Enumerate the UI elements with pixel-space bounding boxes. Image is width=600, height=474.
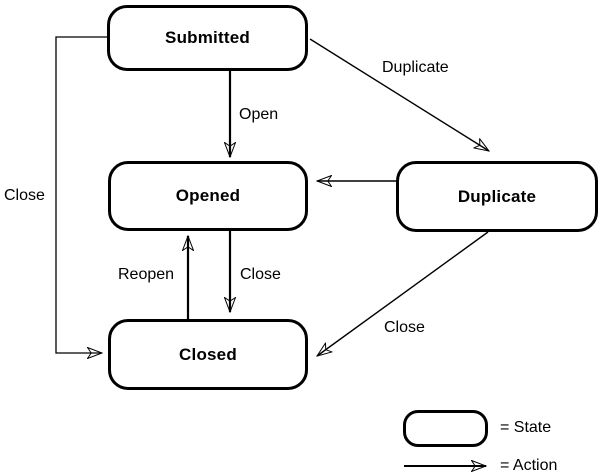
legend-state-shape bbox=[403, 410, 488, 447]
edge-duplicate-label: Duplicate bbox=[382, 59, 449, 76]
state-closed-label: Closed bbox=[179, 344, 237, 364]
state-submitted-label: Submitted bbox=[165, 28, 250, 47]
edge-close-left-label: Close bbox=[4, 187, 45, 204]
edge-open-label: Open bbox=[239, 106, 279, 123]
state-duplicate: Duplicate bbox=[396, 161, 598, 232]
edge-close-right-label: Close bbox=[384, 319, 425, 336]
state-submitted: Submitted bbox=[107, 5, 308, 71]
state-closed: Closed bbox=[108, 319, 308, 390]
edge-duplicate-arrow bbox=[309, 38, 489, 151]
state-opened: Opened bbox=[108, 161, 308, 231]
edge-close-right-arrow bbox=[317, 231, 489, 356]
legend-state-label: = State bbox=[500, 419, 552, 436]
state-opened-label: Opened bbox=[175, 186, 241, 205]
edge-close-mid-label: Close bbox=[240, 266, 281, 283]
edge-reopen-label: Reopen bbox=[118, 266, 175, 283]
state-duplicate-label: Duplicate bbox=[457, 186, 537, 206]
edge-close-left-arrow bbox=[55, 36, 107, 353]
legend-action-label: = Action bbox=[500, 457, 558, 474]
